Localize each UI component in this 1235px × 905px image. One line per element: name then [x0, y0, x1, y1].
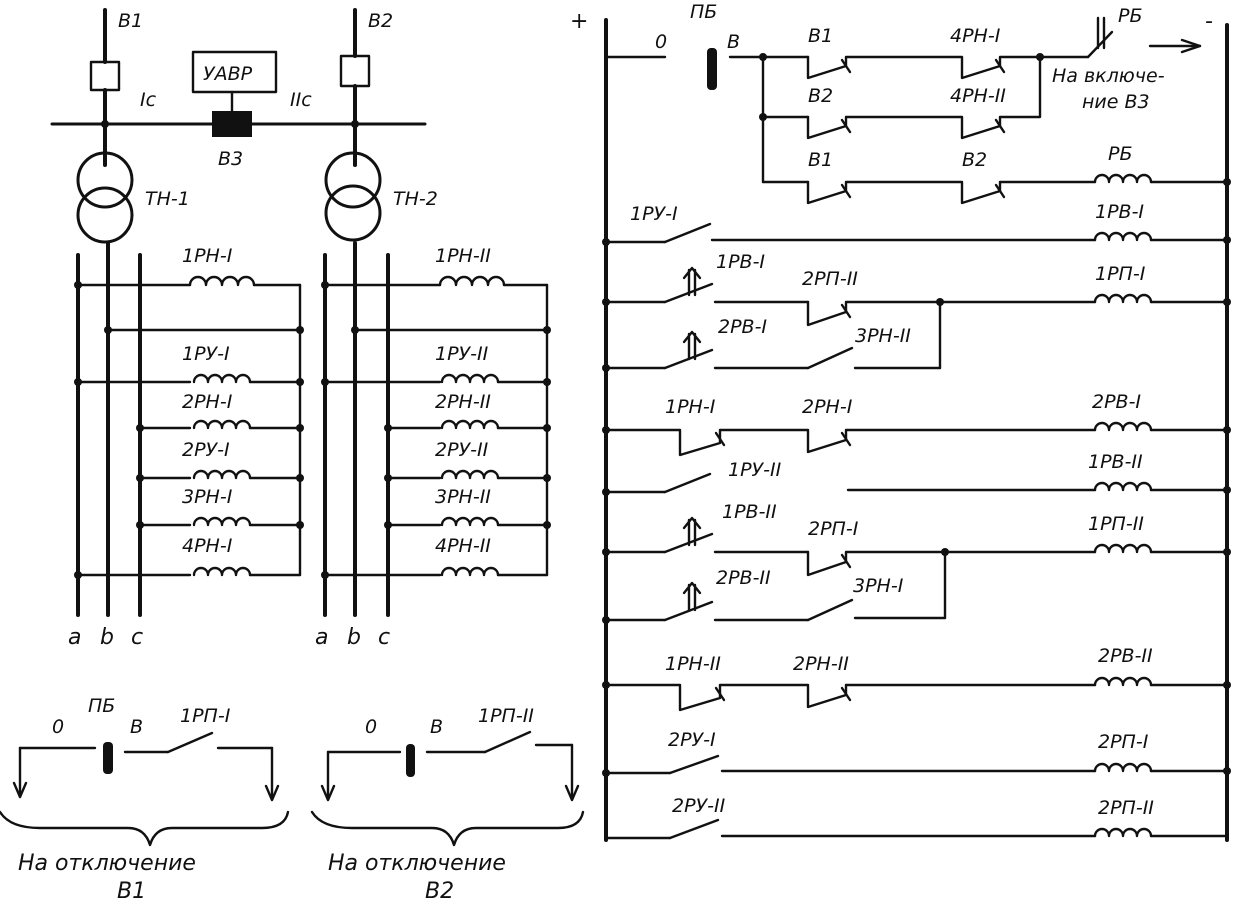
relay-label: 4РН-II — [435, 535, 491, 557]
contact-label: 4РН-II — [950, 85, 1006, 107]
transformer-1-label: ТН-1 — [145, 188, 190, 210]
contact-label: 1РП-I — [180, 705, 231, 727]
relay-label: 4РН-I — [182, 535, 233, 557]
contact-label: 4РН-I — [950, 25, 1001, 47]
relay-label: 2РУ-II — [435, 439, 489, 461]
minus-label: - — [1205, 9, 1213, 34]
trip-caption: На отключение — [18, 851, 196, 876]
feeder-2-label: В2 — [368, 10, 393, 32]
contact-rb — [1086, 30, 1114, 59]
contact-label: В2 — [962, 149, 987, 171]
contact-label: 1РН-I — [665, 396, 716, 418]
position-on-label: В — [727, 31, 740, 53]
coil-label: 2РП-II — [1098, 797, 1154, 819]
phase-label: a — [68, 625, 81, 650]
contact-label: 2РВ-II — [716, 567, 771, 589]
relay-label: 2РУ-I — [182, 439, 230, 461]
contact-label: 2РП-II — [802, 268, 858, 290]
contact-label: 2РВ-I — [718, 316, 767, 338]
section-1-label: Iс — [140, 89, 157, 111]
coil-label: 2РВ-II — [1098, 645, 1153, 667]
transformer-tn2-primary — [324, 151, 382, 209]
contact-label: 1РУ-II — [728, 459, 782, 481]
phase-label: c — [378, 625, 390, 650]
output-contact-label: РБ — [1118, 5, 1143, 27]
coil-label: 2РВ-I — [1092, 391, 1141, 413]
trip-caption-breaker: В2 — [425, 879, 454, 904]
position-off-label: 0 — [365, 716, 377, 738]
relay-label: 2РН-II — [435, 391, 491, 413]
position-off-label: 0 — [655, 31, 667, 53]
contact-label: 3РН-I — [853, 575, 904, 597]
contact-label: 2РП-I — [808, 518, 859, 540]
relay-label: 3РН-II — [435, 486, 491, 508]
phase-label: b — [100, 625, 114, 650]
contact-label: В1 — [808, 25, 833, 47]
contact-label: 2РН-II — [793, 653, 849, 675]
brace-2 — [310, 810, 585, 847]
section-2-label: IIс — [290, 89, 312, 111]
phase-label: c — [131, 625, 143, 650]
left-diagram-labels: В1 В2 Iс IIс УАВР В3 ТН-1 ТН-2 1РН-I 1РУ… — [68, 10, 491, 650]
control-circuit: + - — [570, 9, 1231, 842]
coil-label: 1РВ-I — [1095, 201, 1144, 223]
coil-label: 1РП-II — [1088, 513, 1144, 535]
coil-label: РБ — [1108, 143, 1133, 165]
relay-label: 1РУ-I — [182, 343, 230, 365]
contact-1rp-1 — [166, 731, 214, 754]
uavr-label: УАВР — [203, 63, 253, 85]
relay-label: 1РН-II — [435, 245, 491, 267]
control-circuit-labels: 0 ПБ В РБ На включе- ние В3 В1 4РН-I В2 … — [630, 1, 1165, 819]
contact-label: В2 — [808, 85, 833, 107]
section-1 — [74, 8, 304, 617]
contact-label: В1 — [808, 149, 833, 171]
contact-label: 1РВ-II — [722, 501, 777, 523]
relay-label: 2РН-I — [182, 391, 233, 413]
relay-label: 3РН-I — [182, 486, 233, 508]
phase-label: a — [315, 625, 328, 650]
transformer-tn2-secondary — [324, 184, 382, 242]
plus-label: + — [570, 9, 588, 34]
transformer-tn1-secondary — [76, 186, 134, 244]
contact-label: 1РП-II — [478, 705, 534, 727]
section-busbar — [50, 50, 427, 137]
contact-label: 2РН-I — [802, 396, 853, 418]
coil-label: 2РП-I — [1098, 731, 1149, 753]
relay-label: 1РН-I — [182, 245, 233, 267]
contact-label: 1РВ-I — [716, 251, 765, 273]
breaker-b2 — [339, 54, 371, 88]
phase-label: b — [347, 625, 361, 650]
coil-label: 1РП-I — [1095, 263, 1146, 285]
contact-1rp-2 — [483, 730, 532, 754]
output-caption: ние В3 — [1082, 91, 1150, 113]
breaker-b1 — [89, 60, 121, 92]
trip-circuit-b2: 0 В 1РП-II На отключение В2 — [310, 705, 585, 904]
tie-breaker-label: В3 — [218, 148, 243, 170]
coil-label: 1РВ-II — [1088, 451, 1143, 473]
transformer-tn1-primary — [76, 151, 134, 209]
output-caption: На включе- — [1052, 65, 1165, 87]
contact-label: 1РН-II — [665, 653, 721, 675]
position-off-label: 0 — [52, 716, 64, 738]
contact-label: 2РУ-II — [672, 795, 726, 817]
tie-breaker-b3 — [212, 111, 252, 137]
switch-label: ПБ — [88, 695, 115, 717]
brace-1 — [0, 810, 290, 847]
feeder-1-label: В1 — [118, 10, 143, 32]
uavr-box — [191, 50, 278, 94]
contact-label: 1РУ-I — [630, 203, 678, 225]
trip-caption-breaker: В1 — [117, 879, 146, 904]
position-on-label: В — [430, 716, 443, 738]
trip-caption: На отключение — [328, 851, 506, 876]
contact-label: 3РН-II — [855, 325, 911, 347]
contact-label: 2РУ-I — [668, 729, 716, 751]
section-2 — [321, 8, 551, 617]
switch-pb-main — [707, 48, 717, 90]
position-on-label: В — [130, 716, 143, 738]
relay-label: 1РУ-II — [435, 343, 489, 365]
transformer-2-label: ТН-2 — [393, 188, 438, 210]
trip-circuit-b1: 0 ПБ В 1РП-I На отключение В1 — [0, 695, 290, 904]
switch-label: ПБ — [690, 1, 717, 23]
